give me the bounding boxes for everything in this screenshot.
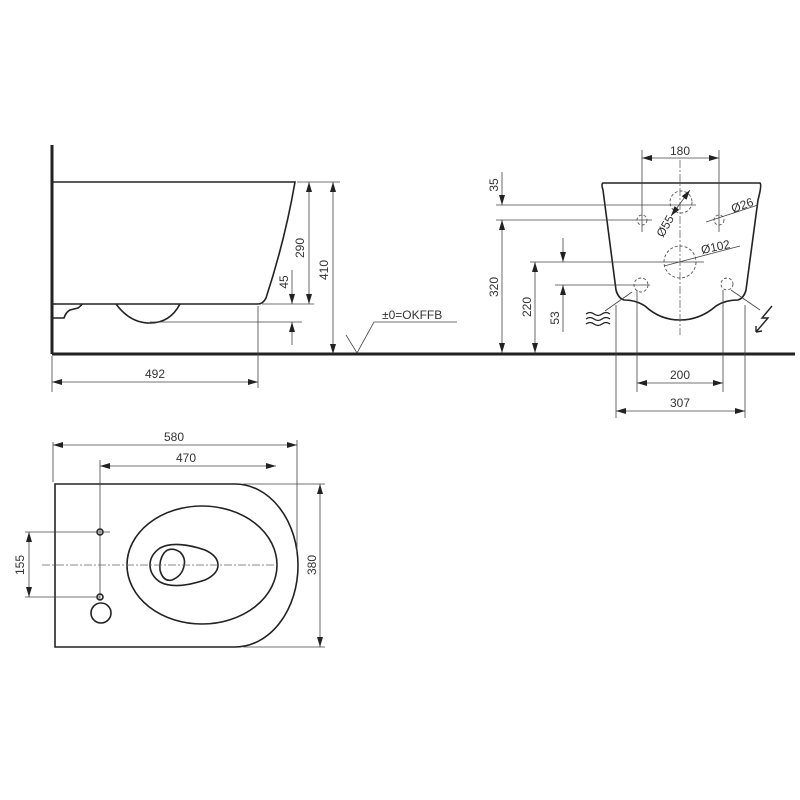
top-outline — [54, 483, 299, 648]
dim-45-label: 45 — [277, 275, 291, 289]
top-view: 580 470 155 380 — [13, 430, 325, 648]
dim-220-label: 220 — [520, 297, 534, 317]
dim-26-leader — [705, 204, 759, 223]
bowl-outline — [52, 181, 296, 305]
dim-307-label: 307 — [670, 396, 690, 410]
dim-580-label: 580 — [164, 430, 184, 444]
side-view: 290 410 45 492 ±0=OKFFB — [50, 145, 795, 392]
dim-102-label: Ø102 — [700, 237, 732, 257]
dim-180-label: 180 — [670, 144, 690, 158]
water-leader — [604, 291, 633, 312]
dim-492-label: 492 — [145, 367, 165, 381]
floor-level-marker — [345, 321, 457, 354]
dim-470-label: 470 — [176, 451, 196, 465]
power-leader — [730, 289, 761, 311]
electric-icon — [755, 305, 773, 333]
power-supply-hole — [720, 277, 734, 291]
floor-level-label: ±0=OKFFB — [382, 308, 442, 322]
dim-55-label: Ø55 — [653, 213, 677, 240]
dim-55 — [670, 189, 691, 217]
dim-200-label: 200 — [670, 368, 690, 382]
wall-bracket — [52, 303, 83, 319]
dim-35-label: 35 — [487, 178, 501, 192]
drain-outline — [159, 548, 186, 582]
dim-26-label: Ø26 — [729, 195, 755, 216]
water-icon — [585, 311, 611, 327]
dim-290-label: 290 — [293, 238, 307, 258]
dim-53-label: 53 — [548, 311, 562, 325]
dim-320-label: 320 — [487, 277, 501, 297]
dim-380-label: 380 — [305, 555, 319, 575]
dim-155-label: 155 — [13, 555, 27, 575]
dim-102-leader — [663, 245, 741, 267]
dim-410-label: 410 — [317, 260, 331, 280]
outlet-spigot — [115, 303, 181, 324]
supply-hole — [90, 602, 112, 624]
front-view: 180 Ø55 Ø26 Ø102 35 320 220 53 200 307 — [487, 144, 773, 418]
